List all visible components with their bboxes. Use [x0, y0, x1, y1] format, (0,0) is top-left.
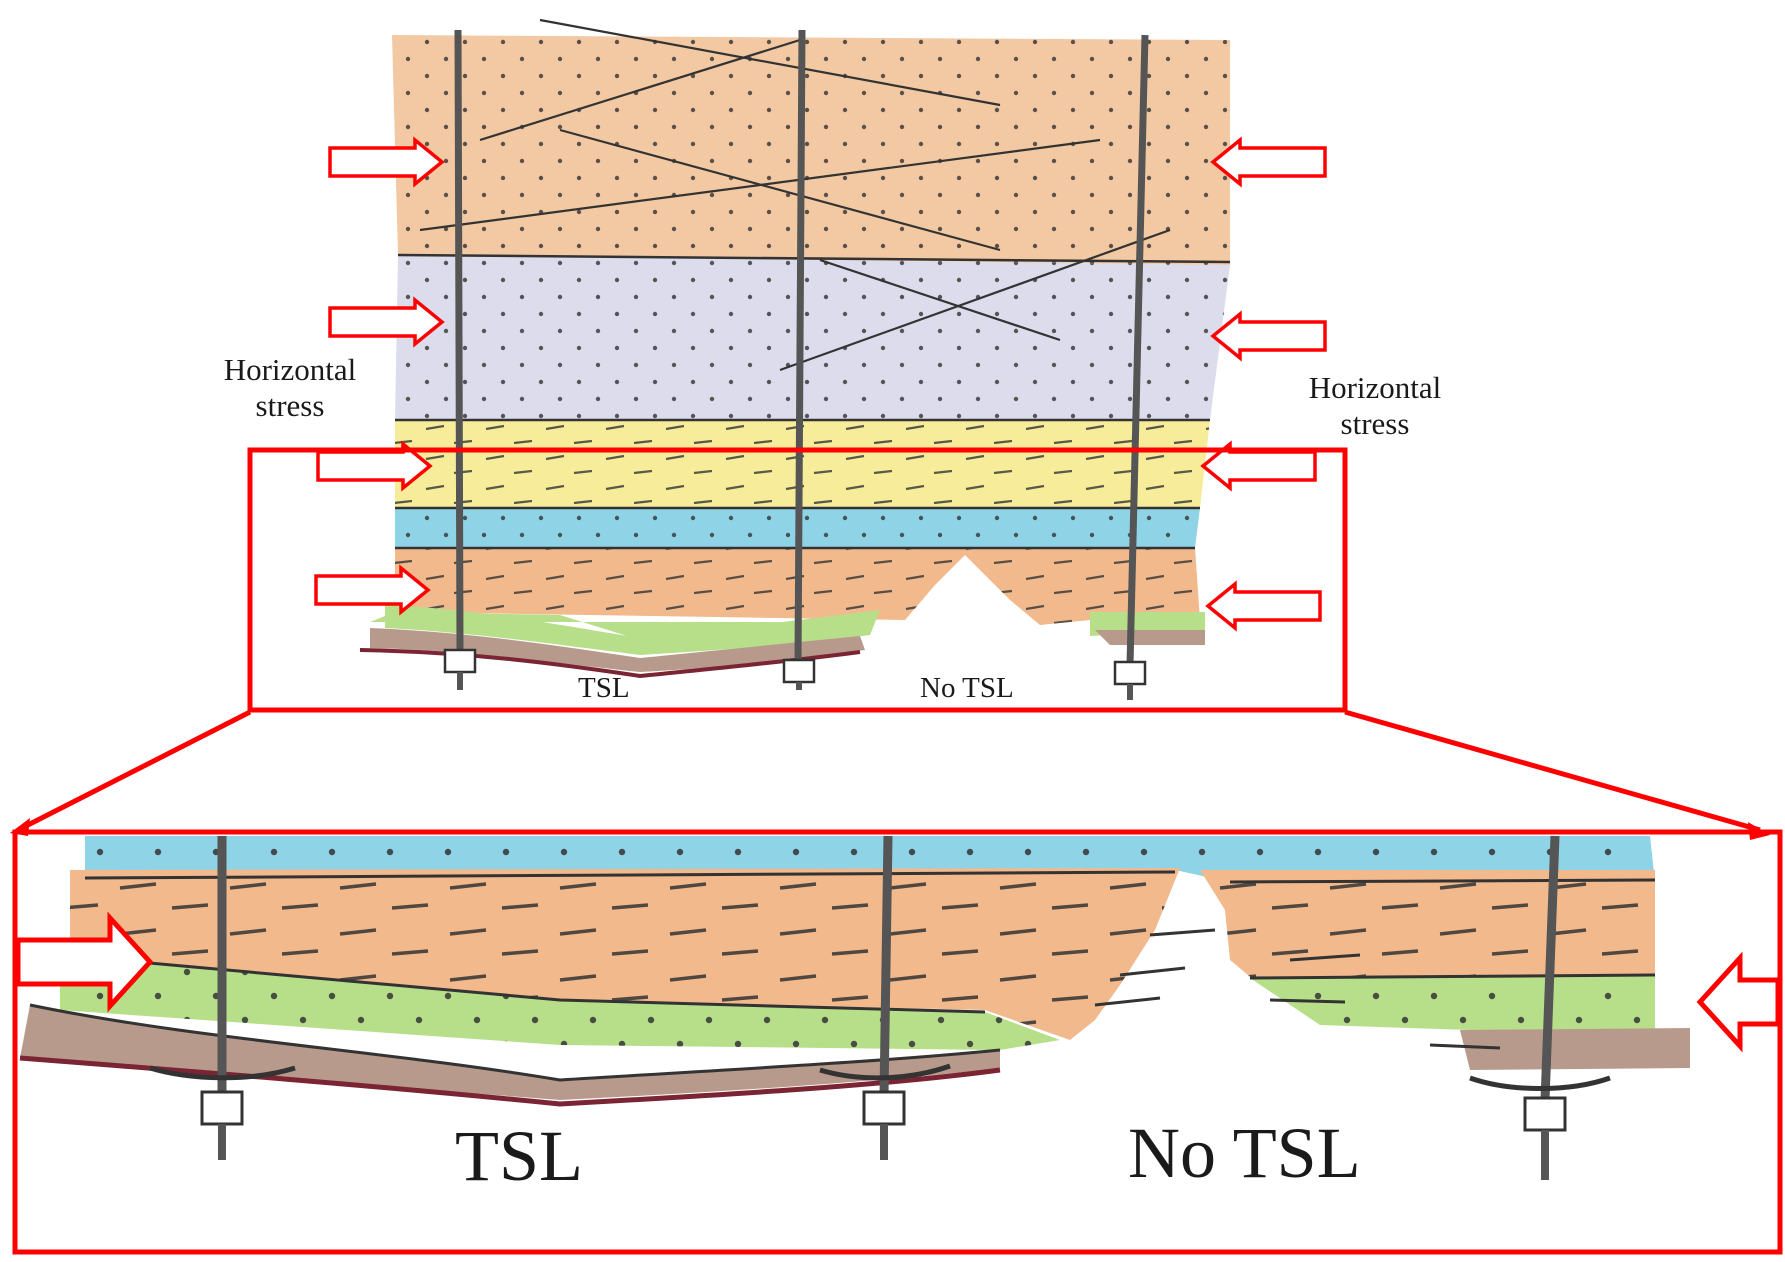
- rock-bolt-icon: [1469, 835, 1611, 1180]
- horizontal-stress-arrow-icon: [328, 136, 445, 188]
- stratum-brown-enlarged-right: [1460, 1028, 1690, 1070]
- stratum-orange-enlarged-right-hatch: [1200, 870, 1655, 985]
- tsl-label-large: TSL: [455, 1116, 584, 1196]
- bearing-plate-icon: [819, 1063, 951, 1081]
- stratum-brown: [370, 628, 865, 672]
- horizontal-stress-arrow-icon: [1210, 136, 1327, 188]
- bearing-plate-icon: [149, 1065, 296, 1081]
- rock-bolt-icon: [819, 835, 951, 1160]
- horizontal-stress-label-right: Horizontal stress: [1308, 370, 1442, 441]
- zoom-line-left: [20, 709, 252, 831]
- rock-bolt-icon: [782, 29, 816, 690]
- horizontal-stress-arrow-icon: [328, 296, 445, 348]
- stratum-brown-right: [1095, 630, 1205, 645]
- lower-rock-bolts: [149, 835, 1611, 1180]
- horizontal-stress-label-left: Horizontal stress: [223, 352, 357, 423]
- zoom-line-right: [1344, 709, 1761, 833]
- upper-strata: [359, 18, 1231, 679]
- horizontal-stress-arrow-icon: [314, 564, 431, 616]
- tsl-label-small: TSL: [578, 672, 630, 704]
- bearing-plate-icon: [1469, 1075, 1611, 1091]
- rock-bolt-icon: [149, 836, 296, 1160]
- horizontal-stress-arrow-icon: [1696, 951, 1781, 1053]
- upper-rock-bolts: [443, 29, 1149, 700]
- no-tsl-label-small: No TSL: [920, 672, 1014, 704]
- horizontal-stress-arrow-icon: [15, 911, 154, 1013]
- stratum-orange-enlarged-hatch: [70, 868, 1180, 1040]
- horizontal-stress-arrow-icon: [1205, 580, 1322, 632]
- tsl-liner-enlarged: [19, 1055, 1001, 1107]
- rock-bolt-icon: [1113, 34, 1149, 700]
- stratum-green-enlarged-right-hatch: [1250, 975, 1655, 1030]
- lower-strata: [19, 836, 1690, 1107]
- no-tsl-label-large: No TSL: [1128, 1113, 1361, 1193]
- rock-bolt-icon: [443, 29, 477, 690]
- horizontal-stress-arrow-icon: [1210, 310, 1327, 362]
- enlarged-view-frame: [12, 829, 1783, 1255]
- stratum-sandstone-top-hatch: [392, 35, 1230, 265]
- stratum-green: [385, 605, 880, 655]
- zoom-highlight-box: [247, 447, 1348, 713]
- stratum-lavender-hatch: [395, 255, 1230, 420]
